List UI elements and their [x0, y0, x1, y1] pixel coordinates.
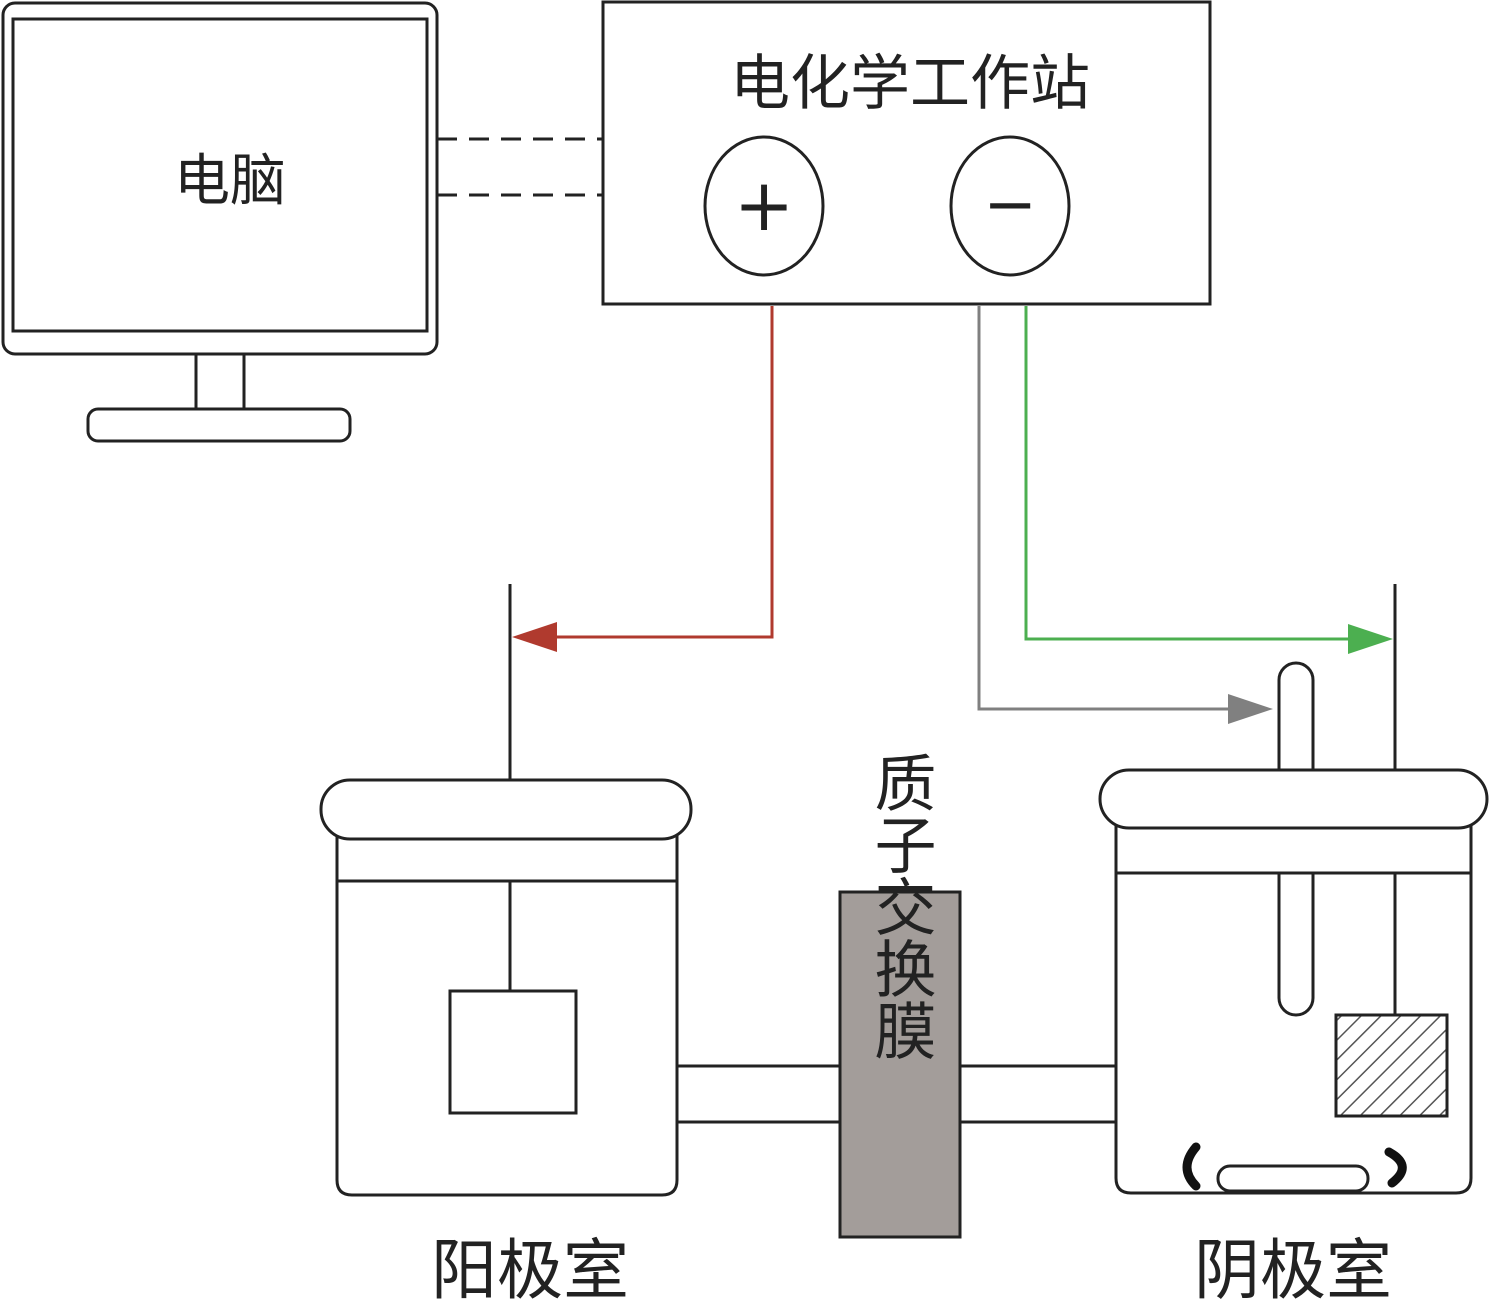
reference-electrode: [1277, 873, 1315, 1017]
reference-electrode-cap: [1277, 661, 1315, 681]
connecting-tube: [677, 1064, 1116, 1124]
membrane-label: 质子交换膜: [864, 751, 937, 1061]
reference-wire: [977, 306, 1230, 711]
computer-label: 电脑: [174, 149, 286, 214]
negative-terminal: [949, 135, 1071, 277]
anode-wire: [555, 306, 774, 639]
anode-chamber: [319, 584, 693, 1197]
anode-chamber-label: 阳极室: [431, 1232, 629, 1305]
computer: 电脑: [1, 1, 439, 443]
monitor-stand-base: [86, 407, 352, 443]
cathode-electrode-plate: [1334, 1013, 1449, 1118]
membrane-block: [838, 890, 962, 1239]
stirring-right-arc: [1384, 1147, 1407, 1188]
cathode-wire-arrowhead: [1348, 624, 1393, 654]
workstation: 电化学工作站 + −: [601, 0, 1212, 306]
monitor-screen: [11, 17, 429, 333]
stirring-left-arc: [1182, 1142, 1201, 1191]
proton-exchange-membrane: 质子交换膜: [838, 751, 962, 1239]
cathode-chamber-lid: [1098, 768, 1489, 830]
anode-chamber-lid: [319, 778, 693, 841]
cathode-wire: [1024, 306, 1350, 641]
positive-terminal-symbol: +: [734, 163, 794, 247]
cathode-chamber-label: 阴极室: [1194, 1232, 1392, 1305]
positive-terminal: [703, 135, 825, 277]
cathode-chamber: [1098, 584, 1489, 1195]
workstation-label: 电化学工作站: [730, 49, 1090, 119]
anode-wire-arrowhead: [512, 622, 557, 652]
cathode-chamber-body: [1114, 825, 1473, 1195]
workstation-box: [601, 0, 1212, 306]
anode-electrode-plate: [448, 989, 578, 1115]
reference-wire-arrowhead: [1228, 694, 1273, 724]
monitor-neck: [194, 352, 246, 411]
negative-terminal-symbol: −: [983, 168, 1037, 242]
stir-bar: [1216, 1164, 1370, 1193]
